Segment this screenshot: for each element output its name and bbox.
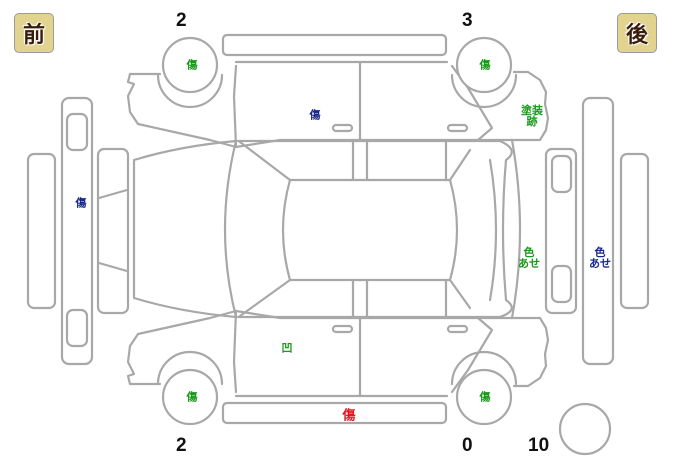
count-rear-left: 3	[462, 10, 473, 31]
wheel-front-top[interactable]	[156, 36, 224, 109]
front-badge: 前	[14, 13, 54, 53]
side-sill-top[interactable]	[221, 33, 448, 57]
mark-door-top-front[interactable]: 傷	[309, 108, 321, 122]
hood[interactable]	[132, 139, 238, 319]
count-front-left: 2	[176, 10, 187, 31]
count-spare: 10	[528, 435, 550, 456]
front-bumper[interactable]	[60, 96, 94, 366]
mark-side-sill-bottom[interactable]: 傷	[342, 408, 356, 424]
mark-front-bumper[interactable]: 傷	[75, 196, 87, 210]
mark-rear-quarter-top[interactable]: 塗装 跡	[521, 104, 543, 128]
spare-tire[interactable]	[558, 402, 612, 456]
tail-lamp-top[interactable]	[550, 154, 573, 194]
front-license-plate[interactable]	[26, 152, 57, 310]
mark-wheel-rear-bottom[interactable]: 傷	[479, 390, 491, 404]
mark-door-bottom-front[interactable]: 凹	[281, 341, 293, 355]
mark-wheel-front-top[interactable]: 傷	[186, 58, 198, 72]
front-grille[interactable]	[96, 147, 130, 315]
mark-wheel-rear-top[interactable]: 傷	[479, 58, 491, 72]
count-rear-right: 0	[462, 435, 473, 456]
trunk[interactable]	[510, 138, 522, 320]
front-fog-lamp-bottom[interactable]	[65, 308, 89, 348]
side-sill-bottom[interactable]	[221, 401, 448, 425]
rear-license-plate[interactable]	[619, 152, 650, 310]
count-front-right: 2	[176, 435, 187, 456]
roof[interactable]	[281, 178, 459, 282]
rear-bumper[interactable]	[581, 96, 615, 366]
wheel-rear-bottom[interactable]	[450, 350, 518, 426]
tail-lamp-bottom[interactable]	[550, 264, 573, 304]
wheel-front-bottom[interactable]	[156, 350, 224, 426]
mark-wheel-front-bottom[interactable]: 傷	[186, 390, 198, 404]
wheel-rear-top[interactable]	[450, 36, 518, 109]
mark-rear-panel[interactable]: 色 あせ	[518, 246, 540, 270]
mark-rear-bumper[interactable]: 色 あせ	[589, 246, 611, 270]
rear-badge: 後	[617, 13, 657, 53]
front-fog-lamp-top[interactable]	[65, 112, 89, 152]
